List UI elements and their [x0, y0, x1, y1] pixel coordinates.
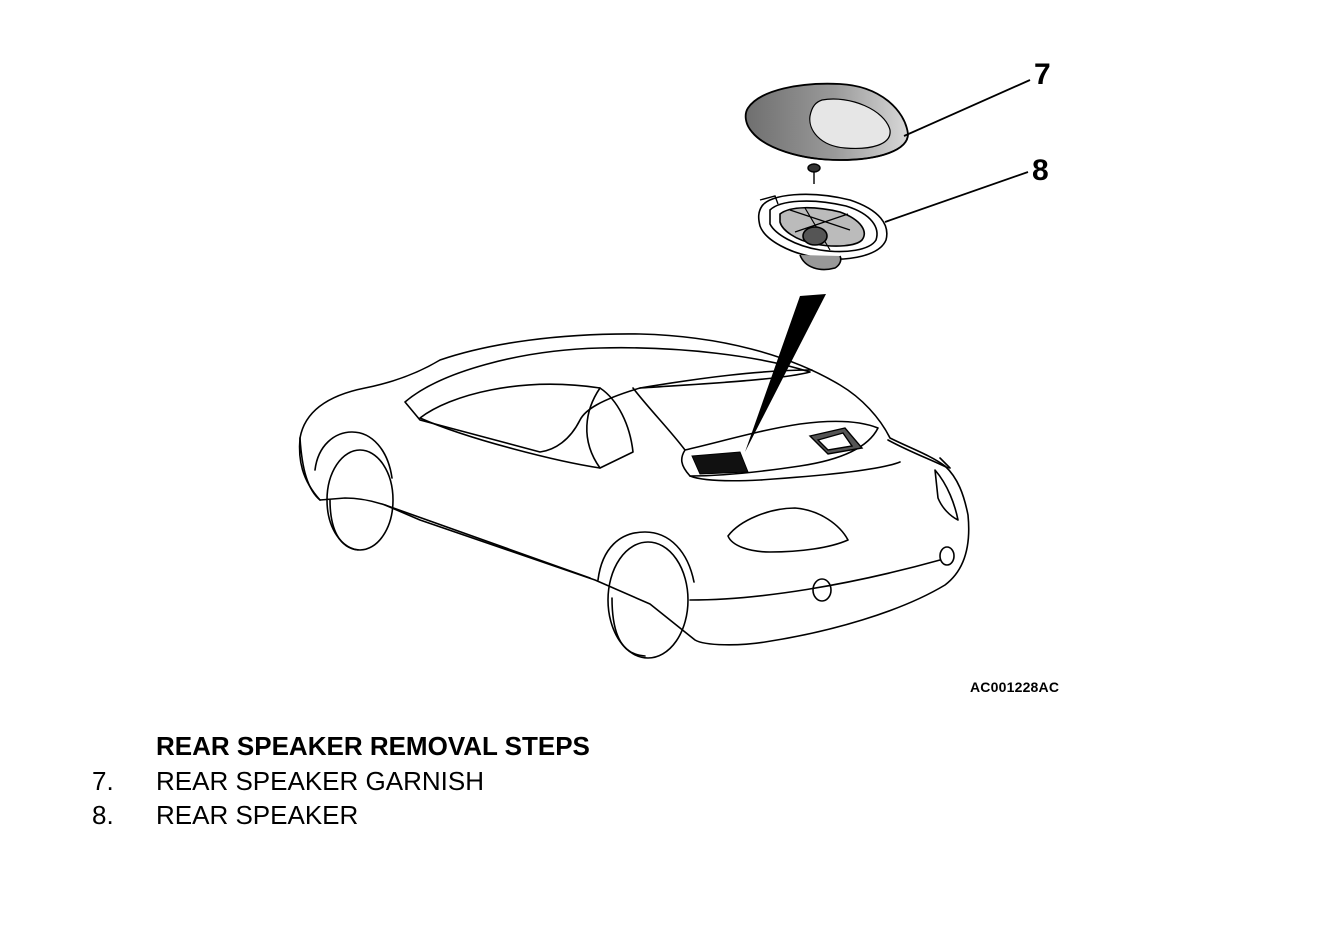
screw: [807, 163, 821, 184]
tail-lamp: [727, 507, 849, 553]
removal-steps-title: REAR SPEAKER REMOVAL STEPS: [156, 731, 590, 761]
callout-number-7: 7: [1034, 58, 1051, 91]
side-window: [419, 383, 634, 469]
leader-line-7: [903, 79, 1031, 137]
step-number: 7.: [92, 766, 114, 796]
removal-step: 7. REAR SPEAKER GARNISH: [92, 768, 484, 794]
pointer-wedge: [745, 294, 826, 452]
speaker-part: [757, 193, 888, 271]
leader-line-8: [884, 171, 1029, 223]
removal-step: 8. REAR SPEAKER: [92, 802, 358, 828]
reverse-lamp-right: [939, 546, 955, 566]
step-number: 8.: [92, 800, 114, 830]
speaker-opening-right: [808, 427, 864, 455]
speaker-opening-left: [691, 451, 749, 475]
reverse-lamp-left: [812, 578, 832, 602]
step-label: REAR SPEAKER: [156, 800, 359, 830]
rear-wheel-arch: [597, 531, 695, 583]
car-outline: [299, 333, 970, 646]
rear-window: [404, 346, 811, 453]
rear-wheel: [607, 541, 689, 659]
front-wheel-arch: [314, 431, 393, 479]
car-body: [298, 333, 970, 659]
figure-id: AC001228AC: [970, 679, 1060, 695]
callout-number-8: 8: [1032, 154, 1049, 187]
front-wheel: [326, 449, 394, 551]
speaker-garnish-part: [744, 82, 909, 161]
step-label: REAR SPEAKER GARNISH: [156, 766, 484, 796]
